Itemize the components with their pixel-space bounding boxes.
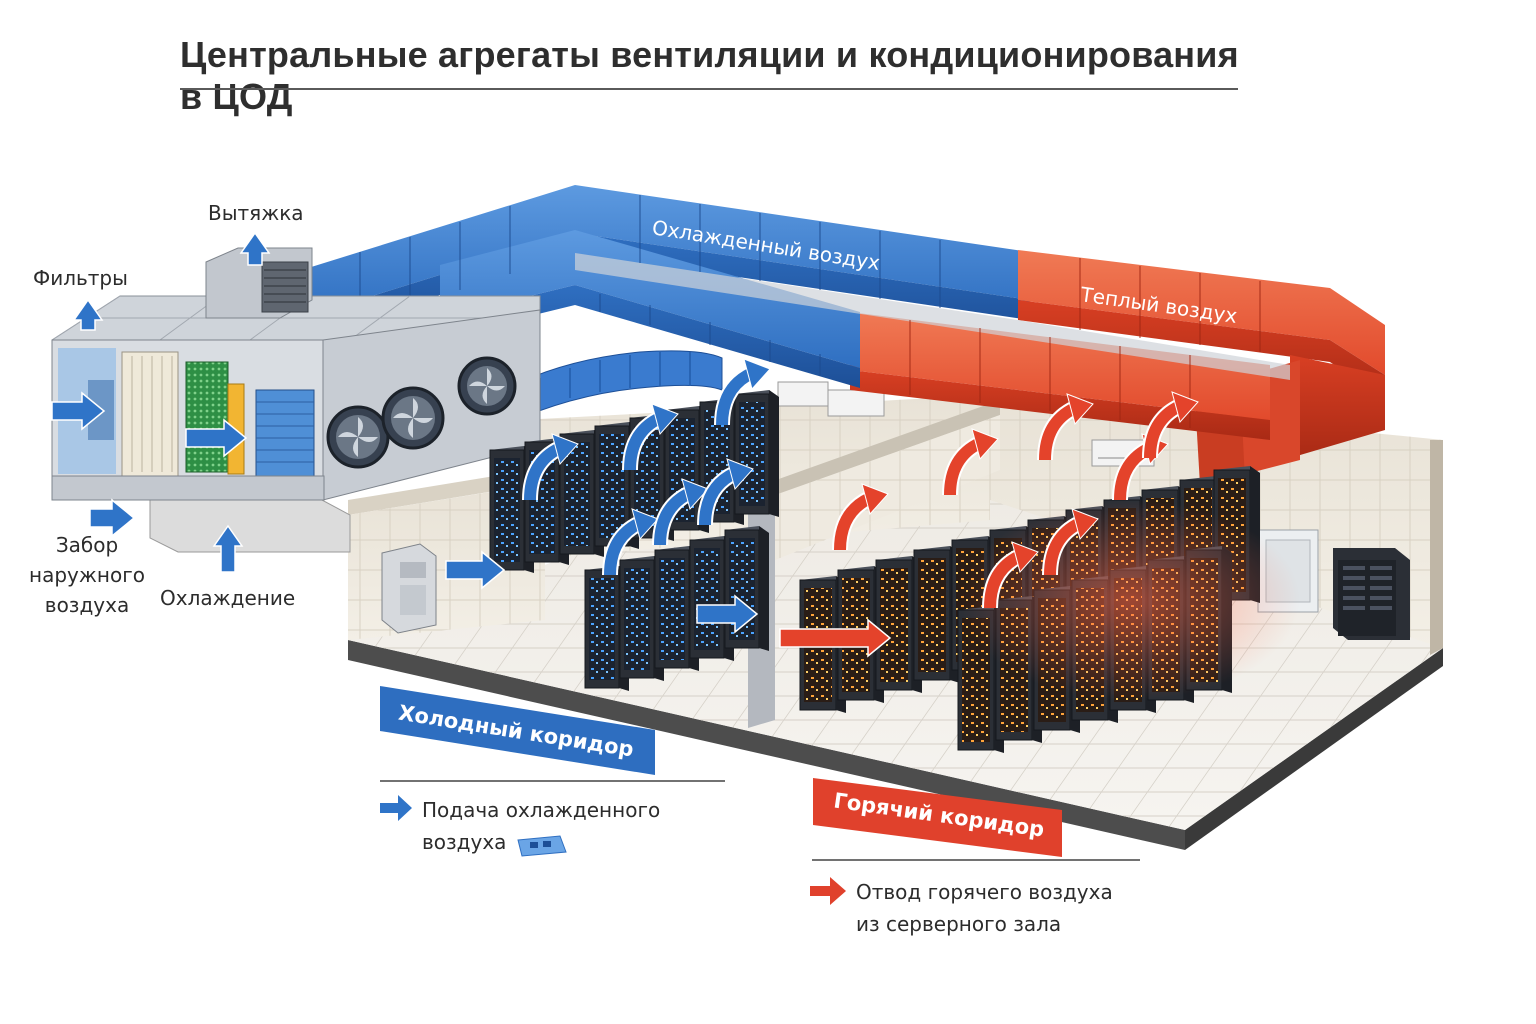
hot-air-arrow-icon <box>832 483 889 551</box>
filters-label: Фильтры <box>33 266 128 290</box>
arrow-right-icon <box>185 418 248 458</box>
page-title: Центральные агрегаты вентиляции и кондиц… <box>180 34 1239 117</box>
arrow-right-icon <box>51 391 106 431</box>
arrow-right-icon <box>89 498 136 538</box>
fan-icon <box>326 356 517 469</box>
arrow-right-icon <box>445 550 506 590</box>
hot-air-arrow-icon <box>1142 391 1199 459</box>
arrow-up-icon <box>239 231 271 266</box>
exhaust-vent <box>205 247 313 319</box>
server-rack-icon <box>489 446 534 573</box>
supply-legend: Подача охлажденного воздуха <box>422 798 661 854</box>
hot-air-arrow-icon <box>982 541 1039 609</box>
arrow-up-icon <box>212 524 244 573</box>
server-rack-icon <box>724 526 769 651</box>
cooling-cabinet <box>381 543 437 634</box>
air-duct-loop: Охлажденный воздух Теплый воздух <box>308 185 1385 485</box>
arrow-right-icon <box>696 594 759 634</box>
hot-air-arrow-icon <box>1042 508 1099 576</box>
arrow-down-icon <box>72 298 104 331</box>
cold-air-arrow-icon <box>622 403 679 471</box>
title-divider <box>180 88 1238 90</box>
hot-air-arrow-icon <box>779 618 892 658</box>
cold-air-arrow-icon <box>522 433 579 501</box>
hot-air-arrow-icon <box>1037 393 1094 461</box>
exhaust-label: Вытяжка <box>208 201 304 225</box>
supply-vent-icon <box>517 835 567 857</box>
cold-air-arrow-icon <box>697 458 754 526</box>
server-rack-icon <box>1333 548 1410 640</box>
cold-air-arrow-icon <box>602 508 659 576</box>
cooling-label: Охлаждение <box>160 586 296 610</box>
cold-air-arrow-icon <box>380 795 412 821</box>
hot-air-glow <box>960 500 1300 700</box>
cold-air-arrow-icon <box>714 358 771 426</box>
outdoor-intake-label: Забор наружного воздуха <box>29 533 145 617</box>
hot-air-arrow-icon <box>942 428 999 496</box>
cold-air-arrow-icon <box>652 478 709 546</box>
exhaust-legend: Отвод горячего воздуха из серверного зал… <box>856 880 1113 936</box>
hot-air-arrow-icon <box>810 877 846 905</box>
server-rack-icon <box>734 390 779 517</box>
